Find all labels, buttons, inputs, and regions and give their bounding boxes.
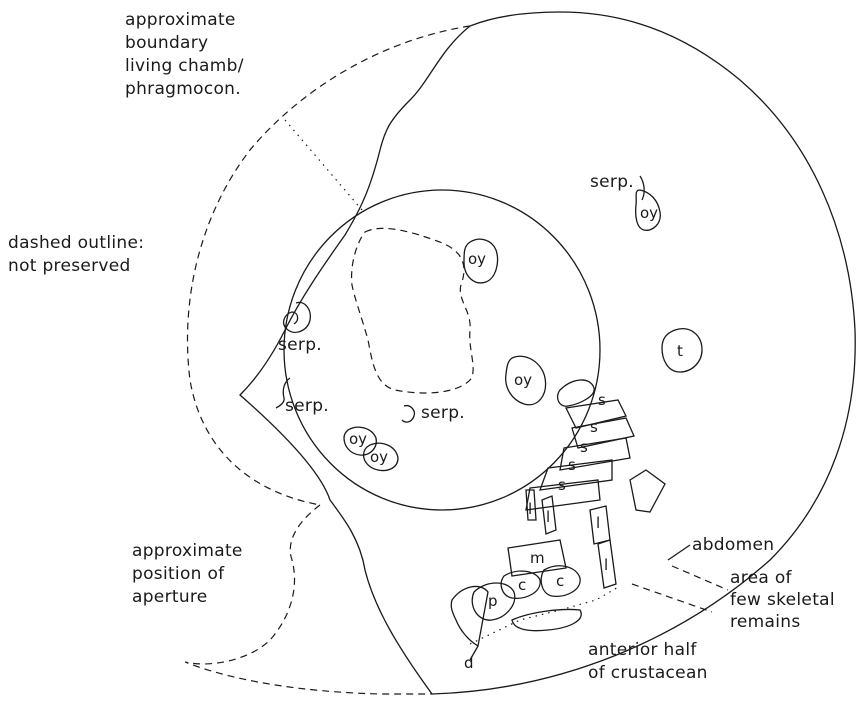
abdomen-leader-line [668, 545, 690, 560]
area-label-line2: few skeletal [730, 590, 835, 610]
inner-dashed-outline [352, 228, 474, 393]
aperture-label-line1: approximate [132, 541, 243, 561]
marker-oy-3: oy [514, 371, 532, 389]
marker-l-3: l [596, 514, 600, 532]
marker-oy-1: oy [640, 204, 658, 222]
claw-outline [451, 586, 488, 646]
marker-m: m [530, 549, 545, 567]
marker-serp-1: serp. [590, 172, 634, 192]
area-dashed-leader-2 [632, 584, 712, 612]
marker-l-2: l [546, 508, 550, 526]
serpulid-tube-4 [402, 406, 414, 422]
marker-l-1: l [528, 500, 532, 518]
abdomen-label: abdomen [692, 535, 774, 555]
marker-d: d [464, 654, 474, 672]
marker-s-5: s [558, 476, 566, 494]
marker-oy-4: oy [349, 430, 367, 448]
marker-s-3: s [580, 438, 588, 456]
whorl-suture-line [240, 26, 470, 694]
marker-oy-2: oy [468, 250, 486, 268]
anterior-label-line1: anterior half [588, 640, 697, 660]
aperture-label-line2: position of [132, 564, 225, 584]
marker-c-1: c [518, 576, 526, 594]
marker-oy-5: oy [370, 448, 388, 466]
marker-s-1: s [598, 391, 606, 409]
fragment-outline [630, 470, 665, 512]
dashed-outline-label-line1: dashed outline: [8, 233, 144, 253]
marker-serp-3: serp. [285, 396, 329, 416]
serpulid-tube-2 [640, 176, 644, 200]
aperture-dashed-outline [185, 505, 432, 694]
boundary-label-line1: approximate [125, 10, 236, 30]
boundary-dotted-line [285, 120, 362, 210]
area-dashed-leader-1 [672, 566, 728, 590]
marker-p: p [488, 592, 498, 610]
aperture-label-line3: aperture [132, 587, 208, 607]
boundary-label-line3: living chamb/ [125, 56, 244, 76]
area-label-line1: area of [730, 568, 793, 588]
marker-s-2: s [590, 418, 598, 436]
marker-serp-2: serp. [278, 335, 322, 355]
marker-t: t [677, 342, 683, 360]
boundary-label-line2: boundary [125, 33, 208, 53]
marker-l-4: l [604, 556, 608, 574]
area-label-line3: remains [730, 612, 801, 632]
lower-limb-outline [512, 609, 581, 630]
marker-c-2: c [556, 572, 564, 590]
inner-whorl-outline [284, 190, 600, 510]
dashed-outline-label-line2: not preserved [8, 256, 131, 276]
anterior-label-line2: of crustacean [588, 663, 708, 683]
abdomen-segment-1 [558, 380, 595, 406]
boundary-label-line4: phragmocon. [125, 79, 241, 99]
marker-serp-4: serp. [421, 403, 465, 423]
marker-s-4: s [568, 456, 576, 474]
